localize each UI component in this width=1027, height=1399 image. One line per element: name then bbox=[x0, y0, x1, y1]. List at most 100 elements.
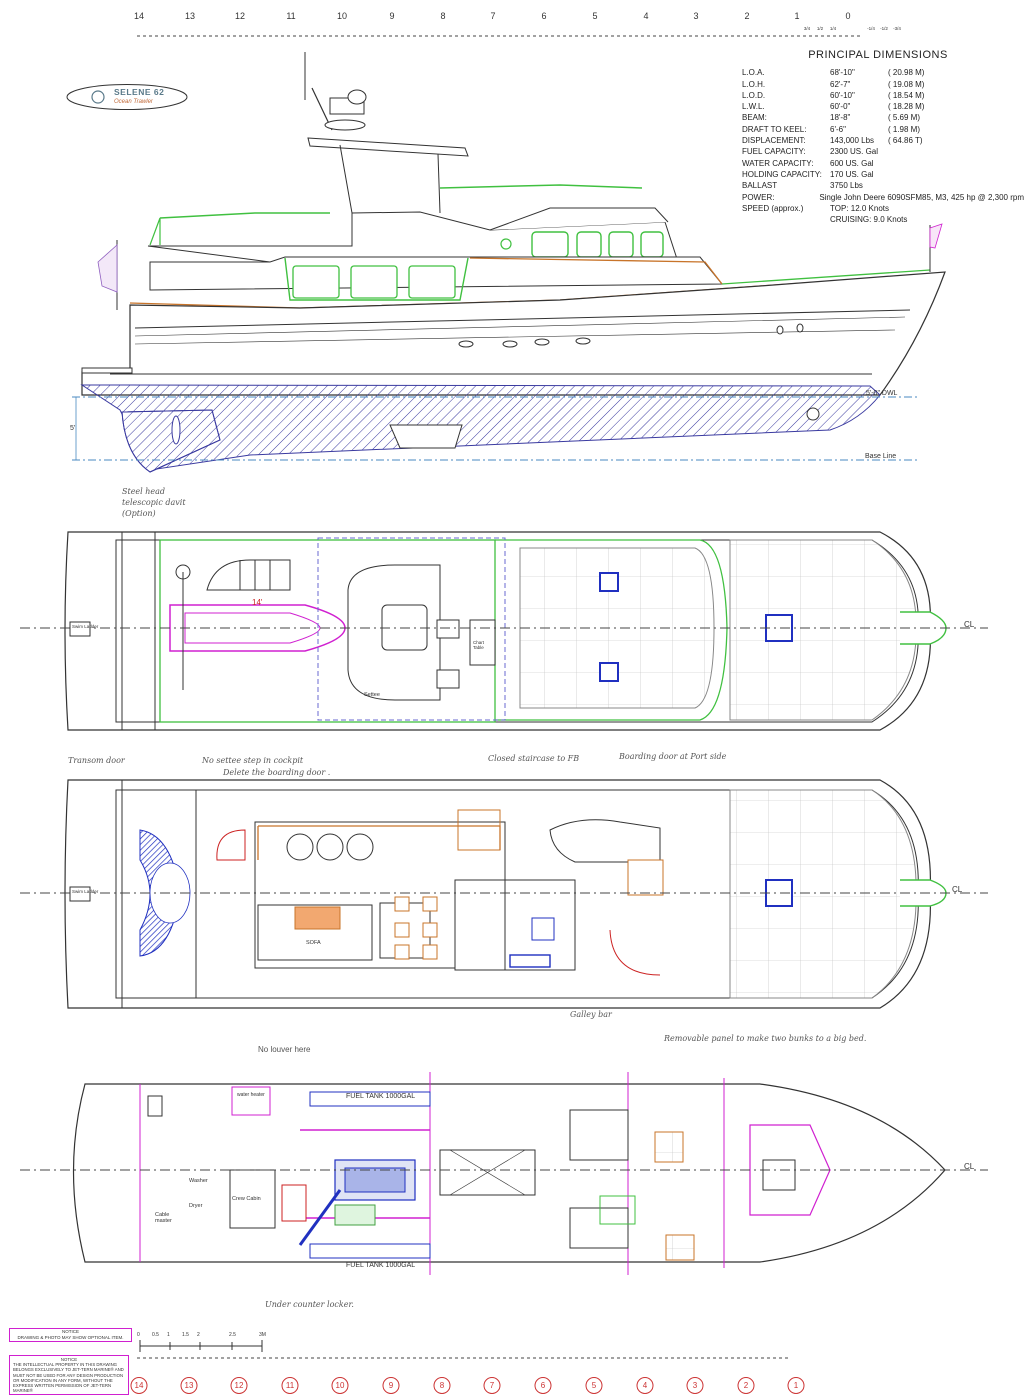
dimension-value: 18'-8" bbox=[830, 113, 851, 123]
draft-mark: 5' bbox=[70, 425, 76, 432]
dimension-metric bbox=[888, 180, 968, 191]
dimension-metric: ( 18.28 M) bbox=[888, 102, 925, 112]
bottom-ruler-tick: 8 bbox=[433, 1377, 451, 1394]
top-ruler-fraction-tick: 3/4 bbox=[803, 26, 811, 31]
delete-door-annotation: Delete the boarding door . bbox=[223, 768, 331, 777]
cable-master-label: Cable master bbox=[155, 1212, 172, 1224]
dimension-value: 68'-10" bbox=[830, 68, 855, 78]
removable-panel-annotation: Removable panel to make two bunks to a b… bbox=[664, 1034, 867, 1043]
settee-label: Settee bbox=[364, 692, 380, 698]
dimension-metric bbox=[888, 169, 968, 180]
flybridge-plan bbox=[20, 531, 988, 731]
scale-bar-label: 2 bbox=[197, 1332, 200, 1338]
base-line-label: Base Line bbox=[865, 453, 897, 460]
under-counter-annotation: Under counter locker. bbox=[265, 1300, 354, 1309]
dimension-label: DRAFT TO KEEL: bbox=[742, 124, 807, 134]
dimension-value: 170 US. Gal bbox=[830, 169, 874, 179]
dimension-label: L.W.L. bbox=[742, 102, 765, 112]
fuel-tank-lower-label: FUEL TANK 1000GAL bbox=[346, 1262, 416, 1269]
top-ruler-fraction-tick: -1/4 bbox=[867, 26, 875, 31]
top-ruler-tick: 5 bbox=[592, 11, 598, 21]
bottom-ruler-tick: 1 bbox=[787, 1377, 805, 1394]
scale-bar-label: 3M bbox=[259, 1332, 266, 1338]
fuel-tank-upper-label: FUEL TANK 1000GAL bbox=[346, 1093, 416, 1100]
top-ruler-tick: 9 bbox=[389, 11, 395, 21]
top-ruler-tick: 2 bbox=[744, 11, 750, 21]
speed-cruising: CRUISING: 9.0 Knots bbox=[830, 215, 908, 225]
scale-bar-label: 2.5 bbox=[229, 1332, 236, 1338]
bottom-ruler-tick: 5 bbox=[585, 1377, 603, 1394]
top-ruler-tick: 8 bbox=[440, 11, 446, 21]
dimension-row: L.O.A. 68'-10" ( 20.98 M) bbox=[742, 67, 1024, 78]
top-ruler-tick: 4 bbox=[643, 11, 649, 21]
dimension-extra: TOP: 12.0 Knots bbox=[830, 203, 889, 213]
notice-title: NOTICE bbox=[61, 1329, 79, 1334]
bottom-ruler-tick: 14 bbox=[130, 1377, 148, 1394]
bottom-ruler-tick: 7 bbox=[483, 1377, 501, 1394]
notice-optional-items: NOTICE DRAWING & PHOTO MAY SHOW OPTIONAL… bbox=[9, 1328, 132, 1342]
scale-bar-label: 1 bbox=[167, 1332, 170, 1338]
dimension-row: FUEL CAPACITY:2300 US. Gal bbox=[742, 146, 1024, 157]
bottom-ruler-tick: 12 bbox=[230, 1377, 248, 1394]
dryer-label: Dryer bbox=[189, 1203, 203, 1209]
dimension-value: 2300 US. Gal bbox=[830, 147, 879, 157]
top-ruler-tick: 10 bbox=[336, 11, 348, 21]
dimension-metric: ( 20.98 M) bbox=[888, 68, 925, 78]
profile-view bbox=[72, 52, 946, 473]
dimension-metric: ( 64.86 T) bbox=[888, 136, 923, 146]
bottom-ruler-tick: 11 bbox=[281, 1377, 299, 1394]
bottom-ruler-tick: 6 bbox=[534, 1377, 552, 1394]
dimension-label: BEAM: bbox=[742, 113, 767, 123]
dimension-value: 6'-6" bbox=[830, 124, 846, 134]
dimension-label: WATER CAPACITY: bbox=[742, 158, 814, 168]
dimension-value: 60'-0" bbox=[830, 102, 851, 112]
selene-logo: SELENE 62 Ocean Trawler bbox=[65, 83, 189, 111]
dimension-label: L.O.H. bbox=[742, 79, 766, 89]
centerline-mark-main: CL bbox=[952, 885, 963, 894]
bottom-ruler-tick: 2 bbox=[737, 1377, 755, 1394]
dimension-label: DISPLACEMENT: bbox=[742, 136, 806, 146]
scale-bar bbox=[139, 1340, 263, 1352]
notice-ip-text: THE INTELLECTUAL PROPERTY IN THIS DRAWIN… bbox=[13, 1362, 124, 1394]
top-ruler-tick: 3 bbox=[693, 11, 699, 21]
dimension-row: DRAFT TO KEEL: 6'-6" ( 1.98 M) bbox=[742, 124, 1024, 135]
bottom-ruler-tick: 10 bbox=[331, 1377, 349, 1394]
dimension-value: 3750 Lbs bbox=[830, 181, 863, 191]
dimension-extra: Single John Deere 6090SFM85, M3, 425 hp … bbox=[819, 192, 1024, 202]
scale-bar-label: 1.5 bbox=[182, 1332, 189, 1338]
dimension-label: L.O.D. bbox=[742, 90, 766, 100]
dimension-value: 143,000 Lbs bbox=[830, 136, 875, 146]
no-settee-annotation: No settee step in cockpit bbox=[202, 756, 304, 765]
top-ruler-tick: 12 bbox=[234, 11, 246, 21]
washer-label: Washer bbox=[189, 1178, 208, 1184]
scale-bar-label: 0 bbox=[137, 1332, 140, 1338]
dimension-value: 600 US. Gal bbox=[830, 158, 874, 168]
dimension-row: DISPLACEMENT: 143,000 Lbs ( 64.86 T) bbox=[742, 135, 1024, 146]
dwl-label: 5'-0" DWL bbox=[866, 390, 898, 397]
dimension-row: SPEED (approx.)TOP: 12.0 Knots bbox=[742, 203, 1024, 214]
logo-name: SELENE 62 bbox=[114, 87, 165, 97]
dimension-metric: ( 1.98 M) bbox=[888, 124, 921, 134]
dimension-row: L.O.H.62'-7"( 19.08 M) bbox=[742, 79, 1024, 90]
notice-ip-title: NOTICE bbox=[60, 1357, 78, 1362]
swim-ladder-label-main: Swim Ladder bbox=[72, 889, 99, 894]
bottom-ruler-tick: 13 bbox=[180, 1377, 198, 1394]
top-ruler-tick: 1 bbox=[794, 11, 800, 21]
dimension-metric bbox=[888, 146, 968, 157]
top-ruler-tick: 11 bbox=[286, 11, 296, 21]
dimension-metric: ( 5.69 M) bbox=[888, 113, 921, 123]
sofa-label: SOFA bbox=[306, 940, 321, 946]
centerline-mark-lower: CL bbox=[964, 1162, 975, 1171]
dimension-row: POWER: Single John Deere 6090SFM85, M3, 4… bbox=[742, 192, 1024, 203]
dimension-label: POWER: bbox=[742, 192, 775, 202]
galley-bar-annotation: Galley bar bbox=[570, 1010, 612, 1019]
water-heater-label: water heater bbox=[237, 1092, 265, 1098]
top-ruler-tick: 13 bbox=[184, 11, 196, 21]
logo-emblem-icon bbox=[66, 84, 188, 110]
dimension-label: L.O.A. bbox=[742, 68, 765, 78]
dimension-row: BEAM: 18'-8" ( 5.69 M) bbox=[742, 112, 1024, 123]
boarding-door-annotation: Boarding door at Port side bbox=[619, 752, 727, 761]
dimension-row: HOLDING CAPACITY:170 US. Gal bbox=[742, 169, 1024, 180]
